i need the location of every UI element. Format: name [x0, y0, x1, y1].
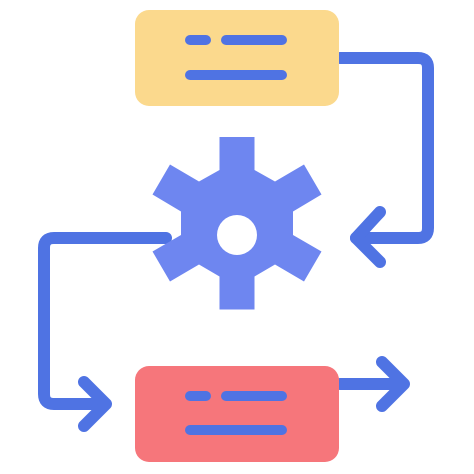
left-loop-arrow-line — [38, 232, 172, 410]
bottom-card — [135, 366, 339, 462]
left-loop-arrow-head — [78, 376, 112, 432]
flow-arrows — [38, 52, 434, 432]
output-arrow-head — [376, 356, 410, 412]
top-card-lines — [185, 35, 287, 80]
right-loop-arrow-head — [350, 206, 386, 268]
gear-hole — [217, 215, 257, 255]
top-card — [135, 10, 339, 106]
right-loop-arrow-line — [334, 52, 434, 244]
top-card-icon — [135, 10, 339, 106]
gear-icon — [152, 137, 322, 310]
bottom-card-lines — [185, 391, 287, 435]
bottom-card-icon — [135, 366, 339, 462]
